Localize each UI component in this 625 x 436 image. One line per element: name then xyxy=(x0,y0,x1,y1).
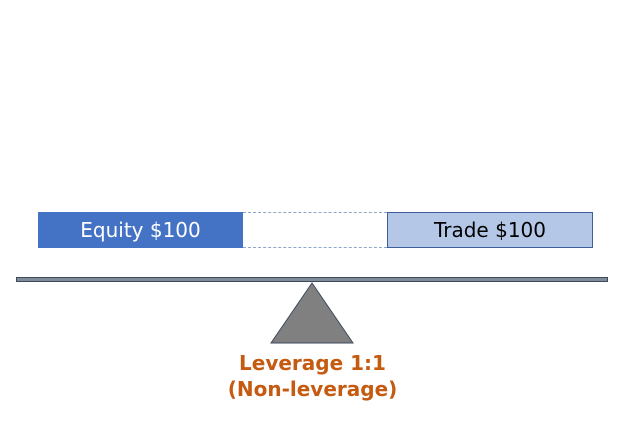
fulcrum-triangle xyxy=(270,282,354,344)
trade-box: Trade $100 xyxy=(387,212,593,248)
leverage-ratio-label: Leverage 1:1 xyxy=(239,351,386,375)
seesaw-beam xyxy=(16,277,608,282)
leverage-gap-box xyxy=(243,212,387,248)
non-leverage-label: (Non-leverage) xyxy=(227,377,398,401)
equity-box: Equity $100 xyxy=(38,212,243,248)
